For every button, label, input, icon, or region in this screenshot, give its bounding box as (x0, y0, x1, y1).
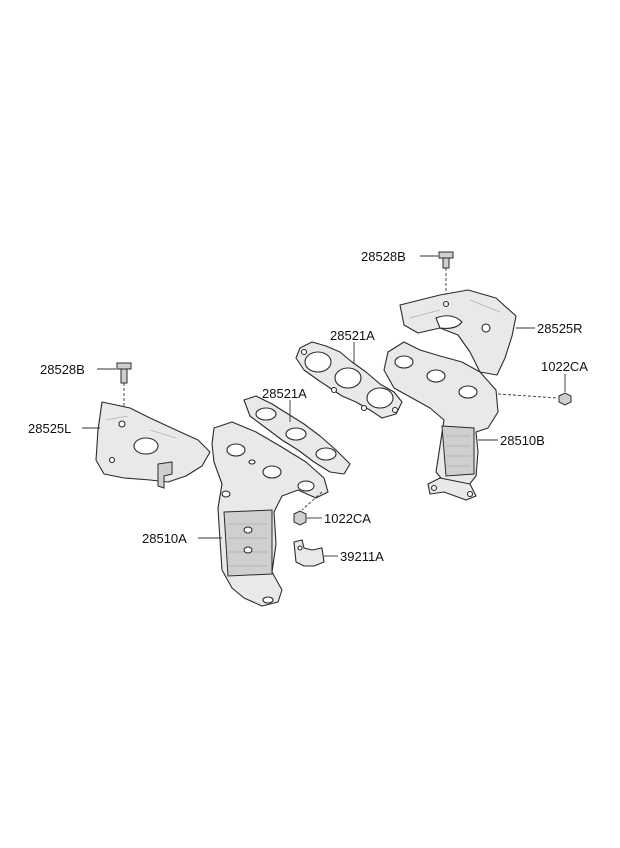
gasket-right (295, 341, 403, 419)
label-manifold-right: 28510B (500, 433, 545, 448)
gasket-left (243, 395, 351, 475)
label-nut-right: 1022CA (541, 359, 588, 374)
heat-shield-left (95, 401, 211, 489)
label-shield-right: 28525R (537, 321, 583, 336)
label-shield-left: 28525L (28, 421, 71, 436)
bracket (293, 539, 325, 567)
label-bolt-left: 28528B (40, 362, 85, 377)
bolt-left (116, 362, 132, 410)
exhaust-manifold-right (383, 341, 499, 501)
label-bracket: 39211A (340, 549, 384, 564)
exhaust-manifold-left (211, 421, 329, 607)
nut-right (497, 392, 572, 406)
nut-left (293, 491, 323, 526)
bolt-right (438, 251, 454, 302)
label-bolt-right: 28528B (361, 249, 406, 264)
heat-shield-right (399, 289, 517, 376)
label-nut-left: 1022CA (324, 511, 371, 526)
label-manifold-left: 28510A (142, 531, 187, 546)
label-gasket-left: 28521A (262, 386, 307, 401)
label-gasket-right: 28521A (330, 328, 375, 343)
